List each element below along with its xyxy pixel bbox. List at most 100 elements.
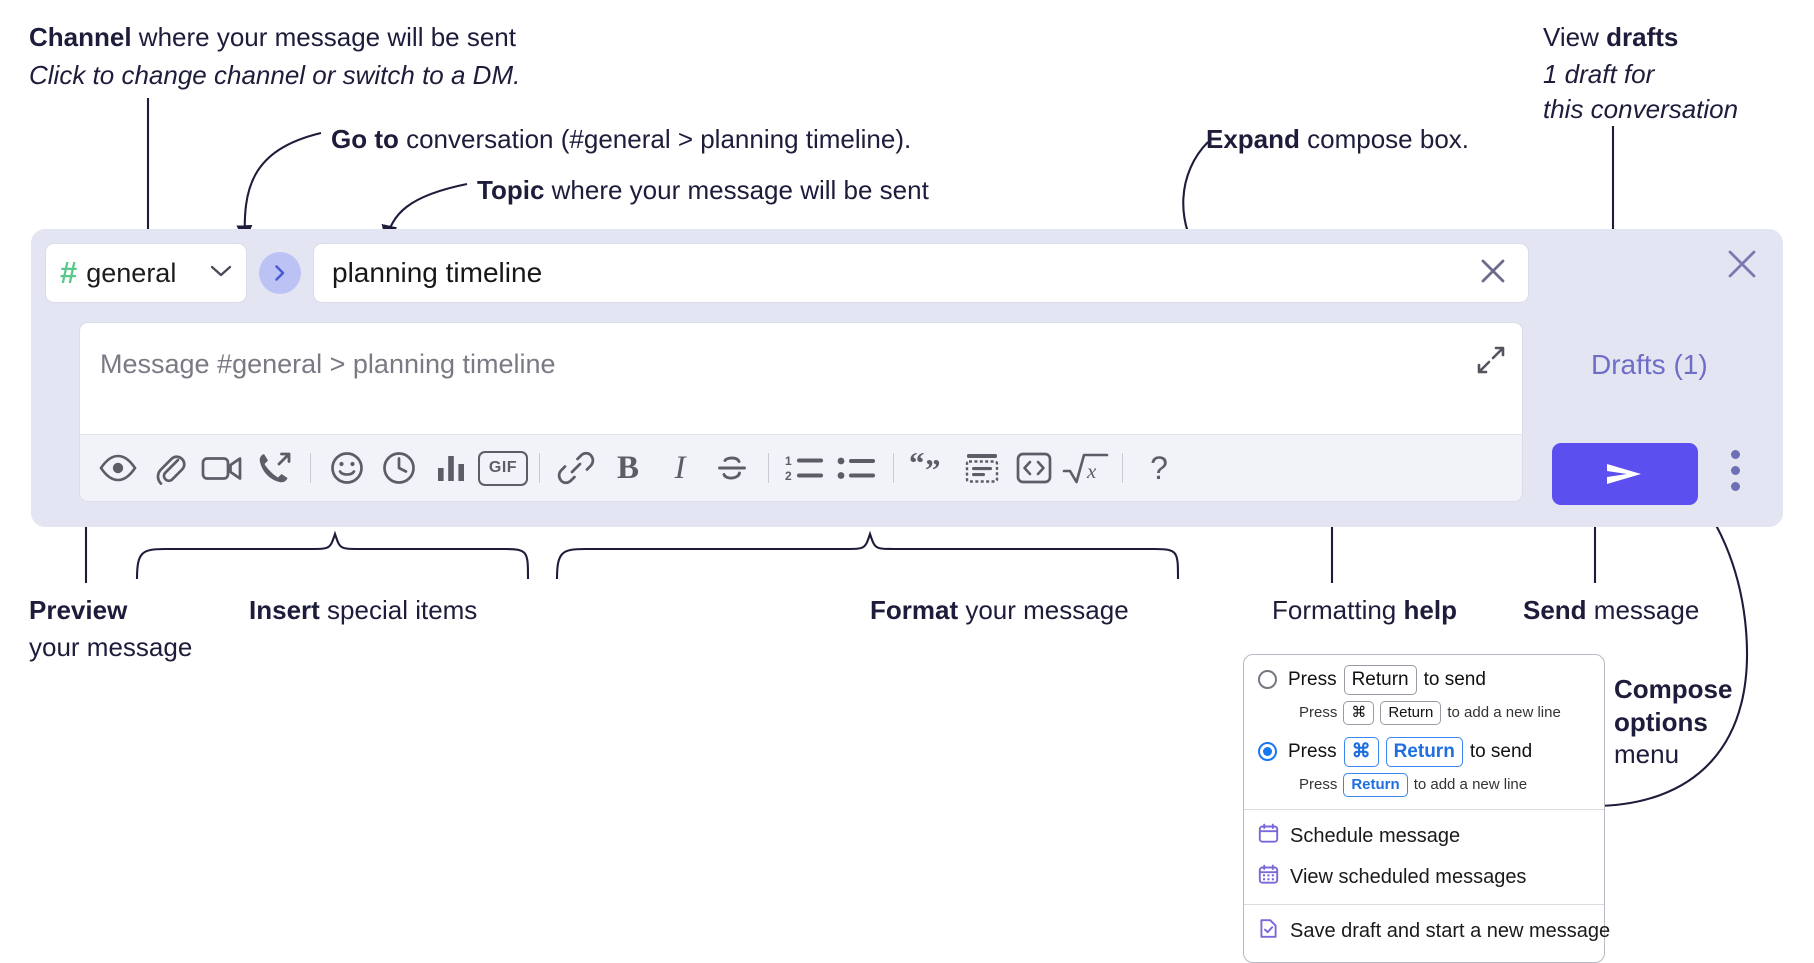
menu-draft-group: Save draft and start a new message xyxy=(1244,905,1610,962)
schedule-icon[interactable] xyxy=(373,442,425,494)
annotation-compose-options: Compose options menu xyxy=(1614,673,1732,771)
opt1-sub-key-cmd: ⌘ xyxy=(1343,700,1375,725)
bulleted-list-icon[interactable] xyxy=(831,442,883,494)
send-button[interactable] xyxy=(1552,443,1698,505)
annotation-drafts-bold: drafts xyxy=(1606,22,1679,52)
opt1-suffix: to send xyxy=(1423,668,1486,690)
kebab-dot xyxy=(1731,450,1740,459)
annotation-goto-bold: Go to xyxy=(331,124,399,154)
annotation-drafts-italic1: 1 draft for xyxy=(1543,59,1655,90)
opt2-prefix: Press xyxy=(1288,740,1337,762)
annotation-expand-bold: Expand xyxy=(1206,124,1300,154)
separator-4 xyxy=(893,453,894,483)
opt2-sub-suffix: to add a new line xyxy=(1413,776,1528,794)
drafts-link[interactable]: Drafts (1) xyxy=(1591,349,1708,380)
preview-icon[interactable] xyxy=(92,442,144,494)
math-icon[interactable]: x xyxy=(1060,442,1112,494)
annotation-preview-rest: your message xyxy=(29,632,193,663)
emoji-icon[interactable] xyxy=(321,442,373,494)
menu-divider xyxy=(1244,808,1604,810)
hash-icon: # xyxy=(60,254,78,290)
opt1-sub-suffix: to add a new line xyxy=(1447,704,1561,722)
go-to-conversation-button[interactable] xyxy=(259,252,301,294)
code-icon[interactable] xyxy=(1008,442,1060,494)
annotation-send-rest: message xyxy=(1586,595,1700,625)
menu-divider xyxy=(1244,903,1604,905)
opt1-sub-prefix: Press xyxy=(1299,704,1338,722)
annotation-drafts-prefix: View xyxy=(1543,22,1607,52)
opt1-key-return: Return xyxy=(1343,665,1417,695)
annotation-preview-bold: Preview xyxy=(29,595,128,625)
separator-2 xyxy=(539,453,540,483)
svg-text:x: x xyxy=(1086,459,1097,483)
send-option-return-sub: Press ⌘ Return to add a new line xyxy=(1244,700,1604,725)
kebab-dot xyxy=(1731,482,1740,491)
code-block-icon[interactable] xyxy=(956,442,1008,494)
annotation-help-prefix: Formatting xyxy=(1272,595,1404,625)
opt2-key-cmd: ⌘ xyxy=(1343,736,1379,767)
annotation-channel-italic: Click to change channel or switch to a D… xyxy=(29,60,521,91)
opt1-sub-key-return: Return xyxy=(1380,700,1442,725)
radio-return[interactable] xyxy=(1258,670,1277,690)
topic-input[interactable]: planning timeline xyxy=(313,243,1529,303)
menu-item-label: Save draft and start a new message xyxy=(1290,919,1611,942)
compose-options-menu: Press Return to send Press ⌘ Return to a… xyxy=(1243,654,1610,963)
annotation-compose-bold1: Compose xyxy=(1614,674,1733,704)
expand-compose-icon[interactable] xyxy=(1476,345,1506,375)
annotation-drafts-italic2: this conversation xyxy=(1543,94,1739,125)
svg-text:2: 2 xyxy=(785,469,792,483)
svg-text:”: ” xyxy=(925,453,941,483)
blockquote-icon[interactable]: “” xyxy=(904,442,956,494)
kebab-dot xyxy=(1731,466,1740,475)
annotation-channel-rest: where your message will be sent xyxy=(131,22,516,52)
opt1-prefix: Press xyxy=(1288,668,1337,690)
annotation-format-bold: Format xyxy=(870,595,959,625)
calendar-icon xyxy=(1258,823,1279,850)
topic-value: planning timeline xyxy=(332,257,543,288)
chevron-down-icon xyxy=(210,264,232,283)
message-input-box[interactable]: Message #general > planning timeline GIF… xyxy=(79,322,1523,502)
compose-options-button[interactable] xyxy=(1731,450,1740,491)
link-icon[interactable] xyxy=(550,442,602,494)
menu-item-label: View scheduled messages xyxy=(1290,865,1527,888)
huddle-icon[interactable] xyxy=(248,442,300,494)
menu-schedule-group: Schedule message View scheduled messages xyxy=(1244,810,1604,904)
annotation-insert-rest: special items xyxy=(319,595,478,625)
annotation-channel: Channel where your message will be sent … xyxy=(29,22,520,91)
send-option-group: Press Return to send Press ⌘ Return to a… xyxy=(1244,655,1604,809)
opt2-sub-key-return: Return xyxy=(1343,772,1408,797)
menu-item-save-draft[interactable]: Save draft and start a new message xyxy=(1244,911,1610,952)
attachment-icon[interactable] xyxy=(144,442,196,494)
annotation-send-bold: Send xyxy=(1523,595,1587,625)
send-option-cmd-return[interactable]: Press ⌘ Return to send xyxy=(1244,736,1604,767)
menu-item-schedule-message[interactable]: Schedule message xyxy=(1244,816,1604,857)
bold-icon[interactable]: B xyxy=(616,449,639,486)
radio-cmd-return[interactable] xyxy=(1258,742,1277,762)
close-compose-icon[interactable] xyxy=(1725,247,1759,281)
annotation-format: Format your message xyxy=(870,595,1129,626)
poll-icon[interactable] xyxy=(425,442,477,494)
annotation-topic-rest: where your message will be sent xyxy=(544,175,929,205)
menu-item-view-scheduled[interactable]: View scheduled messages xyxy=(1244,857,1604,898)
menu-item-label: Schedule message xyxy=(1290,824,1461,847)
send-option-return[interactable]: Press Return to send xyxy=(1244,665,1604,695)
separator-1 xyxy=(310,453,311,483)
formatting-help-icon[interactable]: ? xyxy=(1133,442,1185,494)
save-draft-icon xyxy=(1258,918,1279,945)
annotation-expand-rest: compose box. xyxy=(1299,124,1470,154)
italic-icon[interactable]: I xyxy=(674,449,686,486)
annotation-expand: Expand compose box. xyxy=(1206,124,1469,155)
annotation-topic: Topic where your message will be sent xyxy=(477,175,929,206)
help-label: ? xyxy=(1150,449,1168,486)
clear-topic-icon[interactable] xyxy=(1476,254,1510,293)
send-option-cmd-return-sub: Press Return to add a new line xyxy=(1244,772,1604,797)
strikethrough-icon[interactable] xyxy=(706,442,758,494)
separator-3 xyxy=(768,453,769,483)
svg-text:1: 1 xyxy=(785,454,792,468)
channel-selector[interactable]: # general xyxy=(45,243,247,303)
video-icon[interactable] xyxy=(196,442,248,494)
gif-icon[interactable]: GIF xyxy=(477,442,529,494)
opt2-key-return: Return xyxy=(1385,736,1463,767)
